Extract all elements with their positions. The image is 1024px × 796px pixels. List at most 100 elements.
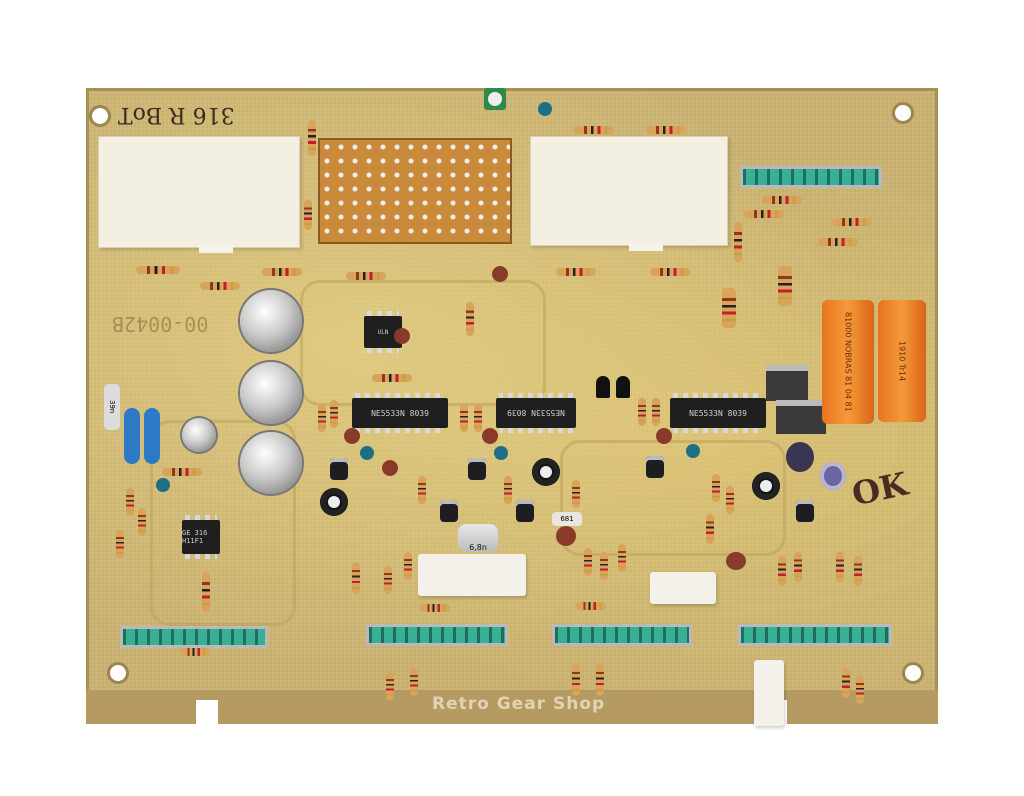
resistor: [460, 404, 468, 432]
resistor: [304, 200, 312, 230]
resistor: [778, 556, 786, 586]
ceramic-capacitor: [538, 102, 552, 116]
resistor: [418, 476, 426, 504]
blue-capacitor: [144, 408, 160, 464]
resistor: [762, 196, 802, 204]
copper-trace: [150, 420, 296, 626]
transistor: [616, 376, 630, 398]
resistor: [596, 664, 604, 696]
tantalum-capacitor: [492, 266, 508, 282]
resistor: [330, 400, 338, 428]
resistor: [308, 120, 316, 156]
resistor: [318, 404, 326, 432]
electrolytic-capacitor: [440, 500, 458, 522]
orange-film-capacitor: 1910 Tr14: [878, 300, 926, 422]
ceramic-capacitor: [156, 478, 170, 492]
ceramic-capacitor: [686, 444, 700, 458]
relay-right: [530, 136, 728, 251]
ic-ne5533n-right: NE5533N 8039: [670, 393, 766, 433]
resistor: [262, 268, 302, 276]
resistor: [202, 572, 210, 612]
tantalum-capacitor: [656, 428, 672, 444]
resistor: [572, 664, 580, 696]
resistor: [466, 302, 474, 336]
resistor: [712, 474, 720, 502]
board-notch-left: [196, 700, 218, 726]
small-capacitor: 681: [552, 512, 582, 526]
metal-can-capacitor: [240, 290, 302, 352]
ic-ne5533n-left: NE5533N 8039: [352, 393, 448, 433]
resistor: [126, 488, 134, 516]
tantalum-capacitor: [482, 428, 498, 444]
resistor: [706, 514, 714, 544]
tantalum-capacitor: [394, 328, 410, 344]
resistor: [346, 272, 386, 280]
resistor: [854, 556, 862, 586]
resistor: [352, 562, 360, 594]
resistor: [138, 508, 146, 536]
edge-connector: [366, 624, 508, 646]
electrolytic-capacitor: [646, 456, 664, 478]
trim-potentiometer[interactable]: [320, 488, 348, 516]
resistor: [572, 480, 580, 508]
resistor: [726, 486, 734, 514]
handwritten-label: 316 R BoT: [118, 102, 235, 127]
electrolytic-capacitor: [330, 458, 348, 480]
resistor: [794, 552, 802, 582]
electrolytic-capacitor: [820, 462, 846, 490]
watermark: Retro Gear Shop: [432, 694, 606, 714]
daughter-board: [318, 138, 512, 244]
tantalum-capacitor: [382, 460, 398, 476]
resistor: [856, 676, 864, 704]
mounting-hole: [92, 108, 108, 124]
resistor: [734, 222, 742, 262]
edge-connector: [120, 626, 268, 648]
electrolytic-capacitor: [786, 442, 814, 472]
resistor: [618, 544, 626, 572]
tantalum-capacitor: [556, 526, 576, 546]
resistor: [638, 398, 646, 426]
resistor: [136, 266, 180, 274]
mounting-hole: [905, 665, 921, 681]
board-edge: [86, 690, 938, 724]
resistor: [584, 548, 592, 576]
resistor: [652, 398, 660, 426]
transistor: [596, 376, 610, 398]
electrolytic-capacitor: [516, 500, 534, 522]
resistor: [574, 126, 614, 134]
relay-left: [98, 136, 300, 253]
resistor: [372, 374, 412, 382]
resistor: [384, 566, 392, 594]
resistor: [162, 468, 202, 476]
resistor: [576, 602, 606, 610]
resistor: [842, 668, 850, 698]
mounting-hole: [895, 105, 911, 121]
blue-capacitor: [124, 408, 140, 464]
resistor: [404, 552, 412, 580]
power-resistor: [418, 554, 526, 596]
resistor: [386, 672, 394, 700]
metal-can-capacitor: [240, 432, 302, 494]
resistor: [650, 268, 690, 276]
resistor: [180, 648, 210, 656]
voltage-regulator: [776, 400, 826, 434]
resistor: [744, 210, 784, 218]
ceramic-capacitor: [360, 446, 374, 460]
resistor: [818, 238, 858, 246]
metal-can-capacitor: [240, 362, 302, 424]
trim-potentiometer[interactable]: [532, 458, 560, 486]
resistor: [410, 668, 418, 696]
edge-connector: [738, 624, 892, 646]
resistor: [836, 552, 844, 582]
metal-can-transistor: [182, 418, 216, 452]
resistor: [722, 288, 736, 328]
edge-connector: [552, 624, 692, 646]
voltage-regulator: [766, 365, 808, 401]
trim-potentiometer[interactable]: [752, 472, 780, 500]
ceramic-capacitor: [494, 446, 508, 460]
resistor: [556, 268, 596, 276]
resistor: [420, 604, 450, 612]
resistor: [504, 476, 512, 504]
copper-trace: [560, 440, 786, 556]
copper-trace: [300, 280, 546, 406]
